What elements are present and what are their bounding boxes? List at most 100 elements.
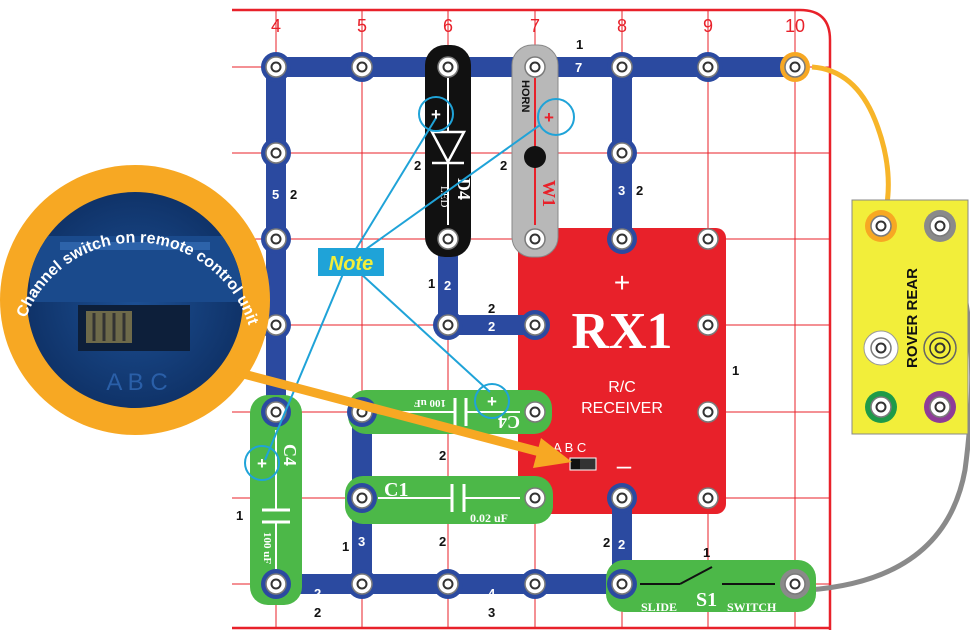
- snap: [433, 310, 463, 340]
- snap: [607, 224, 637, 254]
- channel-switch-inset: A B C Channel switch on remote control u…: [0, 165, 270, 435]
- label-left-1: 1: [236, 508, 243, 523]
- snap: [520, 569, 550, 599]
- horn-w1: HORN W1: [511, 44, 559, 258]
- switch-right: SWITCH: [727, 600, 777, 614]
- snap: [524, 228, 546, 250]
- col-4: 4: [271, 16, 281, 36]
- snap: [347, 52, 377, 82]
- rover-snap-orange: [865, 210, 897, 242]
- note-callouts: [244, 96, 575, 481]
- c1-value: 0.02 uF: [470, 511, 508, 525]
- snap: [437, 56, 459, 78]
- switch-left: SLIDE: [641, 600, 677, 614]
- col-10: 10: [785, 16, 805, 36]
- label-bot-3: 3: [488, 605, 495, 620]
- receiver-plus: +: [614, 267, 630, 298]
- label-left-5: 5: [272, 187, 279, 202]
- label-rx-1: 1: [732, 363, 739, 378]
- snap: [433, 569, 463, 599]
- led-name: D4: [454, 178, 474, 200]
- label-bot-2b: 2: [314, 605, 321, 620]
- rover-label: ROVER REAR: [904, 268, 921, 368]
- rover-rear-panel: ROVER REAR: [851, 199, 969, 435]
- rover-snap-yellow: [923, 331, 957, 365]
- snap: [261, 224, 291, 254]
- snap: [437, 228, 459, 250]
- snap: [697, 228, 719, 250]
- switch-name: S1: [696, 589, 717, 611]
- plus-markers: + + + +: [257, 105, 554, 473]
- label-mid-3b: 2: [636, 183, 643, 198]
- c1-name: C1: [384, 479, 408, 501]
- horn-name: W1: [539, 180, 559, 207]
- c4-left-name: C4: [280, 444, 300, 466]
- channel-switch-knob: [571, 459, 580, 469]
- label-c4top-2: 2: [439, 448, 446, 463]
- snap: [607, 569, 637, 599]
- label-horn-2: 2: [500, 158, 507, 173]
- label-w3-1: 1: [342, 539, 349, 554]
- rover-snap-purple: [924, 391, 956, 423]
- snap: [261, 397, 291, 427]
- col-9: 9: [703, 16, 713, 36]
- capacitor-c4-left: C4 100 uF: [250, 395, 302, 605]
- label-bot-4: 4: [488, 586, 496, 601]
- plus-marker-horn: +: [544, 108, 554, 127]
- label-s2-1: 2: [618, 537, 625, 552]
- receiver-line2: RECEIVER: [581, 400, 663, 417]
- label-seg-2c: 2: [488, 301, 495, 316]
- plus-marker-c4: +: [487, 392, 497, 411]
- rover-snap-green: [865, 391, 897, 423]
- plus-marker-c4-left: +: [257, 454, 267, 473]
- inset-letters: A B C: [106, 369, 167, 396]
- snap: [697, 314, 719, 336]
- snap: [697, 487, 719, 509]
- snap: [520, 310, 550, 340]
- snap: [524, 401, 546, 423]
- column-numbers: 4 5 6 7 8 9 10: [271, 16, 805, 36]
- plus-marker-led: +: [431, 105, 441, 124]
- snap: [261, 569, 291, 599]
- horn-sub: HORN: [519, 80, 531, 112]
- orange-wire: [811, 64, 891, 216]
- c4-left-value: 100 uF: [261, 532, 273, 564]
- label-top-1: 1: [576, 37, 583, 52]
- capacitor-c4-top: 100 uF C4: [348, 390, 552, 434]
- label-seg-1: 1: [428, 276, 435, 291]
- wire-number-labels: 1 7 5 2 3 2 2 2 1 2 2 2 1 2 2 1 1 3 2 2 …: [236, 37, 739, 620]
- label-s2-2: 2: [603, 535, 610, 550]
- callout-horn-plus: [537, 98, 575, 136]
- snap: [347, 569, 377, 599]
- snap: [693, 52, 723, 82]
- receiver-rx1: + RX1 R/C RECEIVER – A B C: [518, 228, 726, 514]
- c4-top-value: 100 uF: [414, 397, 446, 409]
- snap: [524, 56, 546, 78]
- label-seg-2b: 2: [444, 278, 451, 293]
- label-c1-2: 2: [439, 534, 446, 549]
- note-label: Note: [318, 248, 384, 276]
- col-7: 7: [530, 16, 540, 36]
- receiver-minus: –: [617, 450, 632, 480]
- snap-orange: [780, 52, 810, 82]
- label-sw-1: 1: [703, 545, 710, 560]
- snap: [261, 138, 291, 168]
- snap: [607, 483, 637, 513]
- c4-top-name: C4: [498, 412, 520, 432]
- receiver-channel-letters: A B C: [553, 440, 586, 455]
- callout-c4-left-plus: [244, 445, 280, 481]
- label-led-2: 2: [414, 158, 421, 173]
- capacitor-c1: C1 0.02 uF: [345, 476, 553, 525]
- label-mid-3: 3: [618, 183, 625, 198]
- rover-snap-gray: [924, 210, 956, 242]
- receiver-name: RX1: [571, 303, 672, 360]
- note-text: Note: [329, 253, 373, 275]
- label-top-7: 7: [575, 60, 582, 75]
- label-left-5b: 2: [290, 187, 297, 202]
- snap: [607, 138, 637, 168]
- callout-led-plus: [418, 96, 454, 132]
- receiver-line1: R/C: [608, 379, 636, 396]
- snap-gray: [780, 569, 810, 599]
- pointer-arrow: [234, 367, 572, 468]
